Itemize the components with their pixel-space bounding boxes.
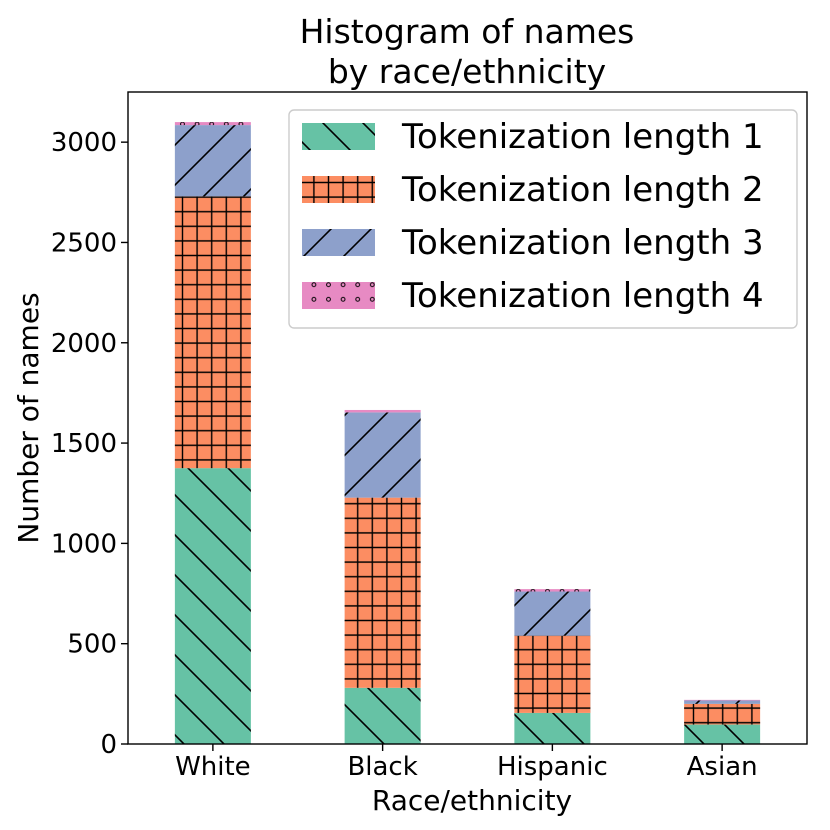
bar-hatch xyxy=(684,703,761,725)
bar-hatch xyxy=(684,724,761,744)
bar-hispanic-length-3 xyxy=(514,591,591,636)
bar-hatch xyxy=(344,687,421,744)
bar-white-length-1 xyxy=(174,468,251,744)
legend-entries: Tokenization length 1 Tokenization length… xyxy=(302,117,764,316)
y-tick-label: 1500 xyxy=(51,429,117,459)
bar-hatch xyxy=(514,589,591,592)
legend-label: Tokenization length 2 xyxy=(401,170,764,210)
legend-label: Tokenization length 4 xyxy=(401,276,764,316)
legend-item-length-3: Tokenization length 3 xyxy=(302,223,764,263)
y-axis-ticks: 0 500 1000 1500 2000 2500 3000 xyxy=(51,128,128,760)
chart-title-line-2: by race/ethnicity xyxy=(328,52,606,91)
y-tick-label: 3000 xyxy=(51,128,117,158)
legend-swatch-hatch xyxy=(302,123,375,150)
bar-asian-length-1 xyxy=(684,724,761,744)
bar-hatch xyxy=(174,468,251,744)
bar-black-length-1 xyxy=(344,687,421,744)
y-tick-label: 0 xyxy=(100,730,117,760)
bar-white-length-4 xyxy=(174,122,251,126)
y-tick-label: 1000 xyxy=(51,529,117,559)
bar-asian-length-4 xyxy=(684,699,761,701)
x-tick-label-black: Black xyxy=(347,752,417,782)
y-tick-label: 2000 xyxy=(51,329,117,359)
legend-label: Tokenization length 3 xyxy=(401,223,764,263)
x-axis-label: Race/ethnicity xyxy=(372,784,572,817)
x-tick-label-white: White xyxy=(175,752,251,782)
bar-black-length-3 xyxy=(344,412,421,498)
bar-hatch xyxy=(174,122,251,126)
legend-item-length-4: Tokenization length 4 xyxy=(302,276,764,316)
chart-title-line-1: Histogram of names xyxy=(300,12,635,51)
x-tick-label-hispanic: Hispanic xyxy=(497,752,608,782)
bar-hatch xyxy=(514,591,591,636)
bar-hispanic-length-1 xyxy=(514,712,591,744)
x-tick-label-asian: Asian xyxy=(687,752,758,782)
legend-label: Tokenization length 1 xyxy=(401,117,764,157)
bar-hatch xyxy=(514,712,591,744)
bar-hatch xyxy=(174,196,251,469)
bar-hatch xyxy=(344,412,421,498)
bar-hispanic-length-4 xyxy=(514,589,591,592)
legend-frame xyxy=(288,109,798,329)
x-axis-ticks: White Black Hispanic Asian xyxy=(175,744,758,782)
bar-asian-length-2 xyxy=(684,703,761,725)
bar-white-length-3 xyxy=(174,125,251,197)
bar-black-length-4 xyxy=(344,409,421,413)
legend-item-length-2: Tokenization length 2 xyxy=(302,170,764,210)
bar-hatch xyxy=(344,409,421,413)
bars-layer xyxy=(174,122,761,744)
legend-swatch-hatch xyxy=(302,229,375,256)
y-tick-label: 2500 xyxy=(51,228,117,258)
y-tick-label: 500 xyxy=(67,630,117,660)
bar-hispanic-length-2 xyxy=(514,635,591,713)
bar-hatch xyxy=(514,635,591,713)
bar-black-length-2 xyxy=(344,497,421,688)
bar-hatch xyxy=(344,497,421,688)
legend-item-length-1: Tokenization length 1 xyxy=(302,117,764,157)
legend-swatch-hatch xyxy=(302,176,375,203)
legend: Tokenization length 1 Tokenization length… xyxy=(288,109,798,329)
bar-hatch xyxy=(684,700,761,704)
bar-hatch xyxy=(684,699,761,701)
y-axis-label: Number of names xyxy=(12,292,45,543)
legend-swatch-hatch xyxy=(302,282,375,309)
bar-asian-length-3 xyxy=(684,700,761,704)
plot-frame xyxy=(127,91,808,745)
chart-title: Histogram of names by race/ethnicity xyxy=(300,12,635,91)
bar-white-length-2 xyxy=(174,196,251,469)
bar-hatch xyxy=(174,125,251,197)
